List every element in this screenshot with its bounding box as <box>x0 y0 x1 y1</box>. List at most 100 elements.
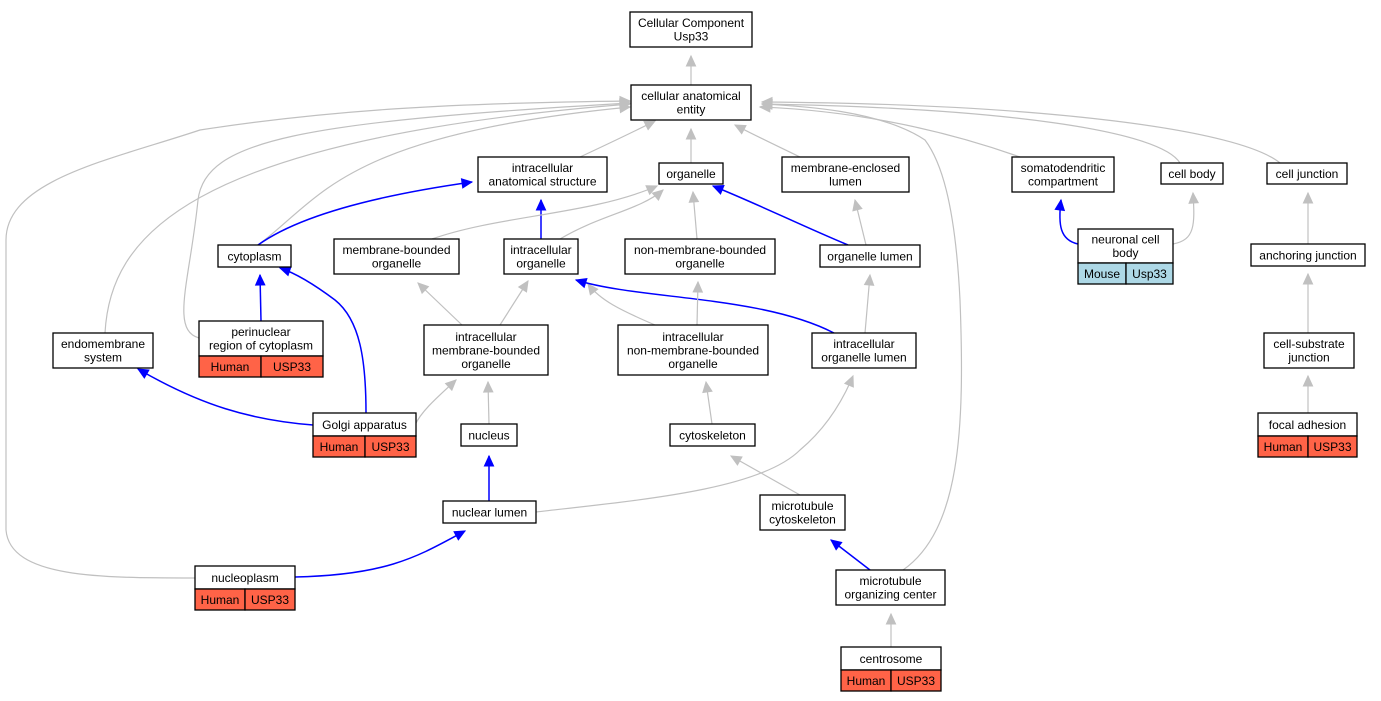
node-org[interactable]: organelle <box>658 162 724 185</box>
node-label: cell junction <box>1276 167 1339 181</box>
annotation-cell <box>890 669 942 692</box>
edge-aj-to-celljunc <box>1302 191 1314 244</box>
node-label: lumen <box>829 175 862 189</box>
node-nucleus[interactable]: nucleus <box>460 423 518 447</box>
arrowhead-icon <box>885 612 897 625</box>
node-box <box>477 156 608 193</box>
node-label: organelle <box>675 257 725 271</box>
edge-nucleoplasm-to-nl <box>294 530 467 578</box>
node-label: nucleus <box>468 428 509 442</box>
edge-centrosome-to-mtoc <box>885 612 897 647</box>
node-ol[interactable]: organelle lumen <box>819 244 921 268</box>
arrowhead-icon <box>702 380 713 394</box>
node-nl[interactable]: nuclear lumen <box>442 500 537 524</box>
node-box <box>617 324 769 376</box>
arrowhead-icon <box>843 374 854 388</box>
node-box <box>460 423 518 447</box>
node-box <box>1266 162 1348 185</box>
edge-line <box>579 120 656 158</box>
node-label: Golgi apparatus <box>322 418 407 432</box>
arrowhead-icon <box>483 454 495 467</box>
edge-line <box>104 103 631 334</box>
edge-ias-to-cae <box>579 120 657 158</box>
edge-line <box>734 124 801 158</box>
edge-line <box>137 368 314 426</box>
edge-imbo-to-io <box>499 279 529 326</box>
arrowhead-icon <box>711 184 725 195</box>
arrowhead-icon <box>645 185 659 196</box>
node-label: organelle <box>461 357 511 371</box>
node-label: intracellular <box>510 243 571 257</box>
arrowhead-icon <box>760 99 773 110</box>
node-cyto[interactable]: cytoplasm <box>217 244 292 268</box>
node-inmbo[interactable]: intracellularnon-membrane-boundedorganel… <box>617 324 769 376</box>
node-box <box>333 238 460 275</box>
annotation-cell <box>364 435 417 458</box>
node-cellbody[interactable]: cell body <box>1160 162 1224 185</box>
arrowhead-icon <box>574 277 588 289</box>
node-label: cellular anatomical <box>641 89 740 103</box>
edge-line <box>730 455 801 496</box>
node-box <box>835 569 946 606</box>
edge-io-to-org <box>559 189 664 240</box>
edge-line <box>183 102 631 339</box>
node-label: neuronal cell <box>1091 233 1159 247</box>
node-box <box>1011 156 1115 193</box>
node-label: organelle lumen <box>821 351 906 365</box>
gene-label: USP33 <box>251 593 289 607</box>
node-aj[interactable]: anchoring junction <box>1250 243 1366 267</box>
arrowhead-icon <box>278 266 292 277</box>
edge-iol-to-io <box>574 277 835 334</box>
node-celljunc[interactable]: cell junction <box>1266 162 1348 185</box>
node-label: cell-substrate <box>1273 337 1345 351</box>
annotation-cell <box>1125 262 1174 285</box>
edge-line <box>257 181 473 246</box>
edge-org-to-cae <box>685 127 697 163</box>
node-label: organelle <box>516 257 566 271</box>
arrowhead-icon <box>1302 374 1314 387</box>
arrowhead-icon <box>1302 191 1314 204</box>
edge-line <box>575 279 835 334</box>
node-label: region of cytoplasm <box>209 339 313 353</box>
edge-line <box>535 375 854 513</box>
edge-celljunc-to-cae <box>760 96 1281 164</box>
edge-line <box>761 103 963 571</box>
edge-csj-to-aj <box>1302 272 1314 333</box>
edge-cytosk-to-inmbo <box>702 380 713 425</box>
edge-nl-to-nucleus <box>483 454 495 501</box>
node-label: intracellular <box>662 330 723 344</box>
node-box <box>1077 228 1174 264</box>
arrowhead-icon <box>136 368 150 379</box>
gene-label: USP33 <box>1313 440 1351 454</box>
node-label: non-membrane-bounded <box>634 243 766 257</box>
node-label: nucleoplasm <box>211 571 278 585</box>
node-label: compartment <box>1028 175 1099 189</box>
edge-nucleus-to-imbo <box>482 380 494 425</box>
node-cytosk[interactable]: cytoskeleton <box>669 423 756 447</box>
arrowhead-icon <box>733 124 747 135</box>
node-label: microtubule <box>771 499 833 513</box>
species-label: Human <box>847 674 886 688</box>
node-label: perinuclear <box>231 325 290 339</box>
